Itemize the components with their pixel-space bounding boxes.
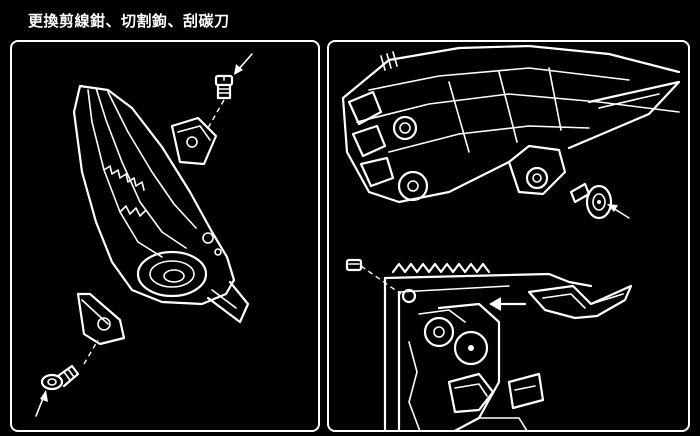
lower-cutter-insert bbox=[76, 292, 126, 346]
plier-head-diagram bbox=[35, 53, 253, 417]
upper-screw bbox=[214, 74, 234, 100]
multitool-body bbox=[341, 44, 681, 204]
multitool-diagram bbox=[341, 44, 681, 430]
body-screw-arrow bbox=[607, 204, 630, 219]
right-diagram-panel bbox=[327, 40, 690, 432]
upper-screw-guide bbox=[207, 99, 225, 129]
lower-arrow bbox=[35, 390, 48, 417]
scraper-assembly bbox=[345, 258, 633, 430]
upper-cutter-insert bbox=[170, 116, 218, 166]
page-title: 更換剪線鉗、切割鉤、刮碳刀 bbox=[28, 12, 230, 30]
plier-jaws bbox=[72, 84, 250, 324]
upper-arrow bbox=[234, 53, 253, 75]
lower-screw-guide bbox=[83, 339, 99, 365]
lower-screw bbox=[40, 364, 80, 391]
left-diagram-panel bbox=[10, 40, 320, 432]
body-screw bbox=[569, 182, 613, 220]
